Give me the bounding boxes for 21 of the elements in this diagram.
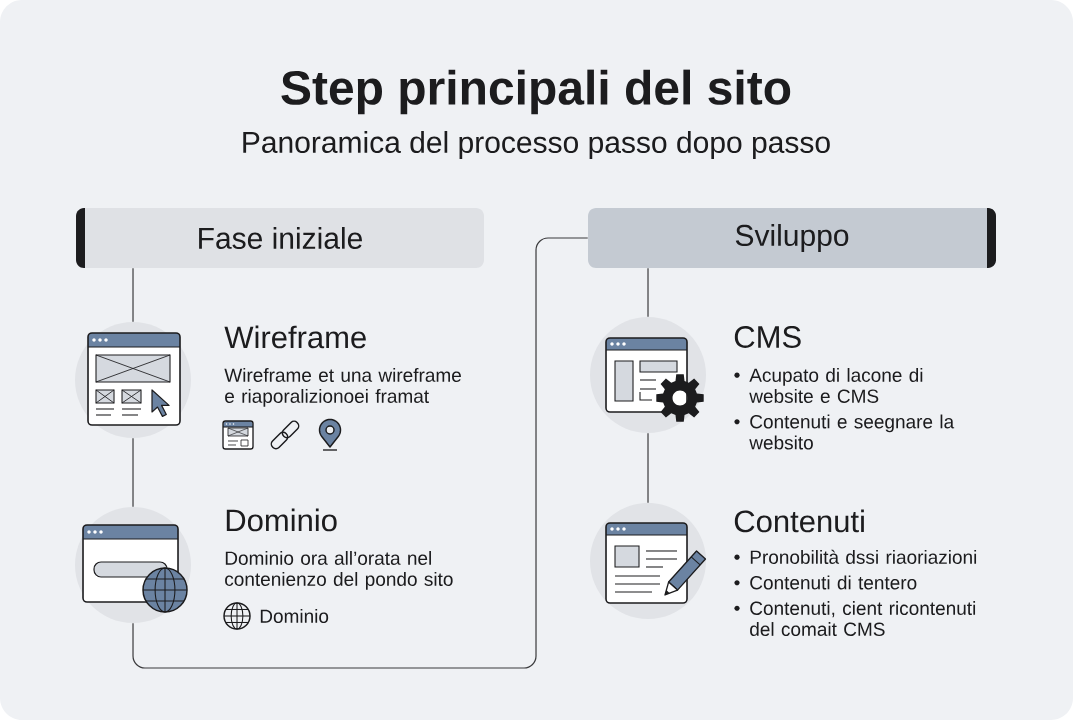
connector-line (132, 437, 134, 508)
list-item: Contenuti, cient ricontenuti del comait CMS (750, 601, 976, 636)
connector-line (647, 432, 649, 504)
step-description: Dominio ora all’orata nel contenienzo del pondo sito (225, 551, 453, 590)
step-heading: Contenuti (734, 509, 864, 533)
title: Step principali del sito (281, 69, 791, 115)
connector-line (132, 237, 589, 669)
tag-label: Dominio (260, 609, 329, 623)
connector-line (647, 267, 649, 318)
section-header: Sviluppo (588, 208, 996, 268)
list-item: Acupato di lacone di website e CMS (749, 368, 923, 403)
section-header: Fase iniziale (76, 208, 484, 268)
step-heading: CMS (734, 326, 801, 348)
list-item: Pronobilità dssi riaoriazioni (750, 549, 977, 564)
list-item: Contenuti di tentero (750, 575, 917, 590)
step-heading: Dominio (226, 508, 337, 532)
list-item: Contenuti e seegnare la websito (749, 414, 955, 450)
step-heading: Wireframe (224, 325, 366, 349)
step-description: Wireframe et una wireframe e riaporalizionoei framat (224, 368, 461, 407)
connector-line (132, 267, 134, 323)
subtitle: Panoramica del processo passo dopo passo (243, 131, 830, 159)
